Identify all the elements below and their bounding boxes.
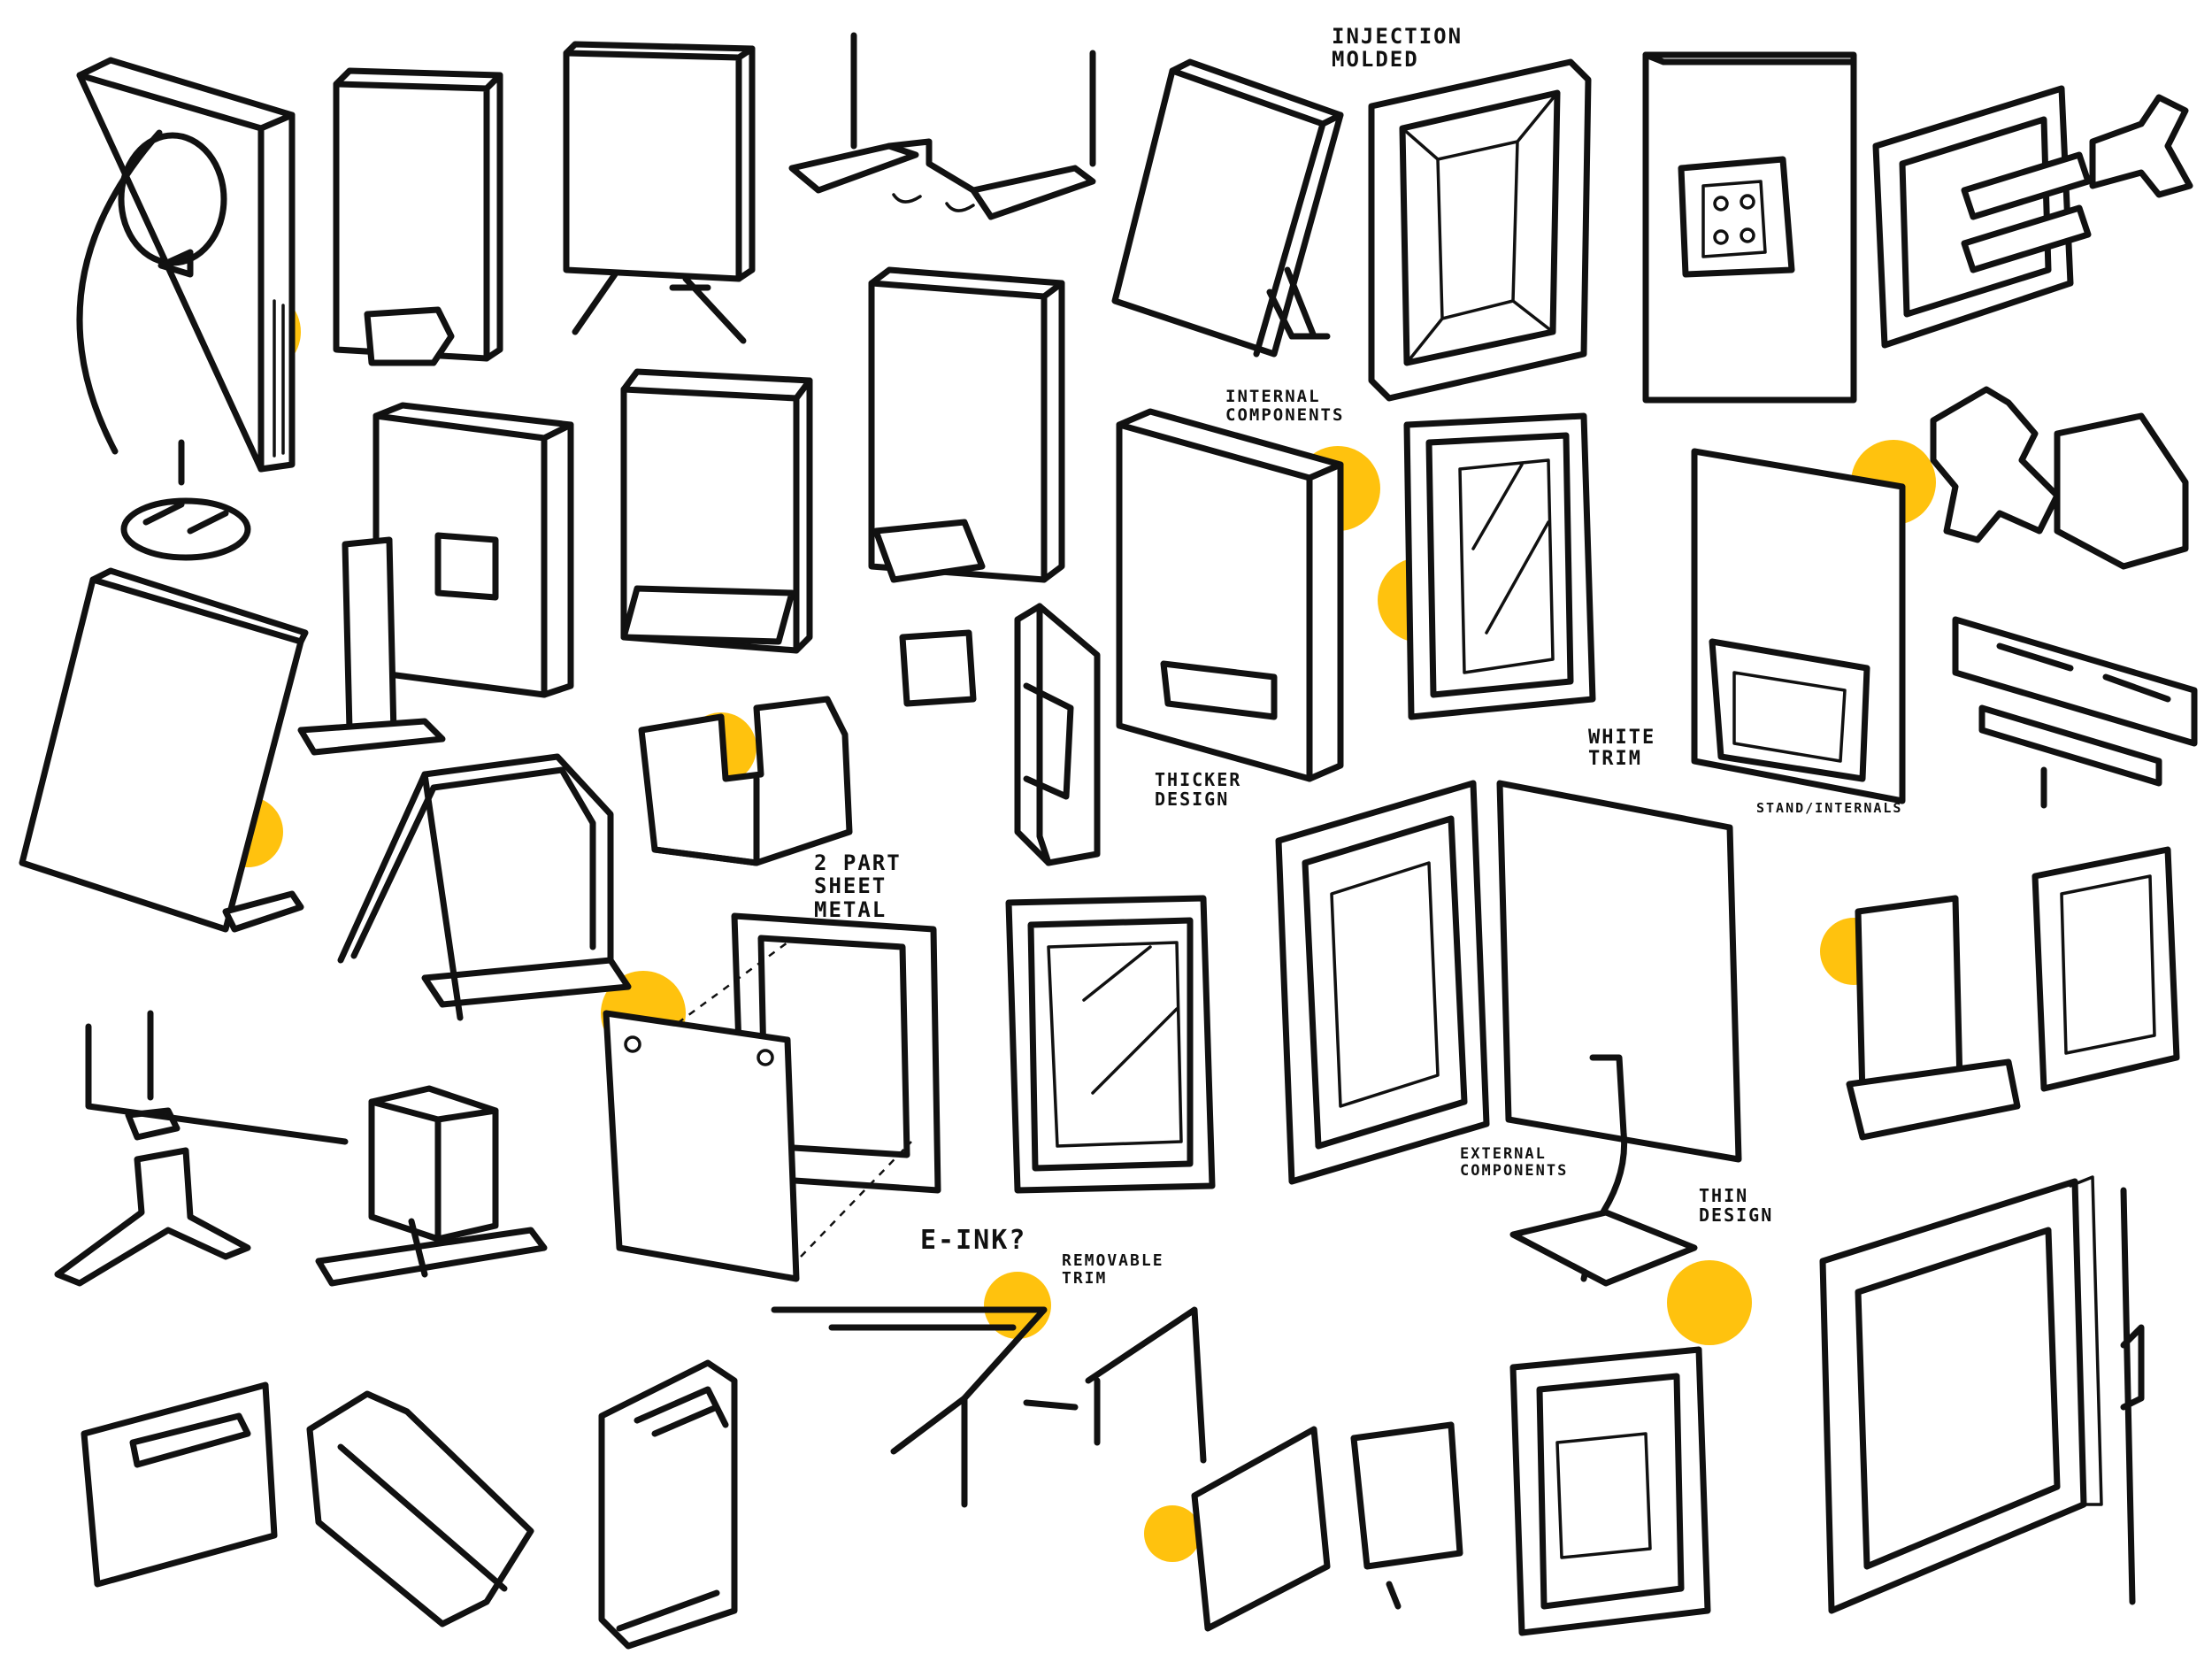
annotation-internal-components: INTERNAL COMPONENTS (1225, 387, 1345, 425)
frame-sketch-kickstand (1111, 58, 1344, 358)
frame-sketch-thin-design (1496, 780, 1742, 1287)
frame-sketch-slotted-block (315, 1085, 548, 1287)
frame-sketch-wall-clip (81, 1381, 534, 1627)
frame-sketch-drawer-slot (868, 266, 1065, 707)
frame-sketch-vesa-bracket (1930, 386, 2189, 570)
annotation-white-trim: WHITE TRIM (1588, 727, 1656, 771)
annotation-injection-molded: INJECTION MOLDED (1332, 24, 1463, 73)
frame-sketch-wall-feet (788, 32, 1096, 220)
frame-sketch-tilted-slot (1014, 603, 1101, 866)
frame-sketch-wire-stand (337, 753, 632, 1021)
frame-sketch-e-ink (1005, 895, 1216, 1194)
frame-sketch-white-trim (1403, 412, 1596, 720)
annotation-two-part-sheet-metal: 2 PART SHEET METAL (814, 850, 902, 922)
frame-sketch-easel (563, 41, 756, 344)
frame-sketch-injection-molded (1368, 58, 1592, 402)
highlight-dot (1144, 1505, 1201, 1562)
frame-sketch-wall-plate (1642, 51, 1857, 404)
frame-sketch-post-stand (297, 402, 574, 756)
annotation-e-ink: E-INK? (920, 1225, 1027, 1256)
frame-sketch-removable-trim (771, 1306, 1207, 1508)
frame-sketch-two-part-sheet-metal (603, 912, 941, 1282)
frame-sketch-puck-base (333, 67, 503, 366)
annotation-stand-internals: STAND/INTERNALS (1756, 800, 1903, 816)
frame-sketch-vesa-arm (1872, 85, 2193, 349)
frame-sketch-stacked-plates (598, 1359, 738, 1650)
frame-sketch-rail-bracket (1952, 616, 2198, 809)
frame-sketch-tripod-foot (54, 1010, 349, 1287)
frame-sketch-stand-internals (1691, 448, 1906, 804)
frame-sketch-leaning-stand (19, 567, 309, 933)
frame-sketch-wedge-base (620, 368, 813, 654)
frame-sketch-rotating-mount (76, 57, 296, 561)
annotation-external-components: EXTERNAL COMPONENTS (1460, 1145, 1569, 1180)
highlight-dot (1667, 1260, 1752, 1345)
frame-sketch-internal-components (1116, 408, 1344, 782)
annotation-thin-design: THIN DESIGN (1699, 1185, 1774, 1226)
frame-sketch-cushion-frame (1275, 780, 1490, 1185)
frame-sketch-vesa-wall-plate-stand (1846, 846, 2180, 1141)
frame-sketch-block-stand (638, 696, 853, 866)
frame-sketch-vesa-plate-and-mount (1191, 1346, 1711, 1636)
annotation-thicker-design: THICKER DESIGN (1155, 769, 1242, 810)
annotation-removable-trim: REMOVABLE TRIM (1062, 1251, 1164, 1288)
frame-sketch-open-frame (1819, 1175, 2145, 1614)
